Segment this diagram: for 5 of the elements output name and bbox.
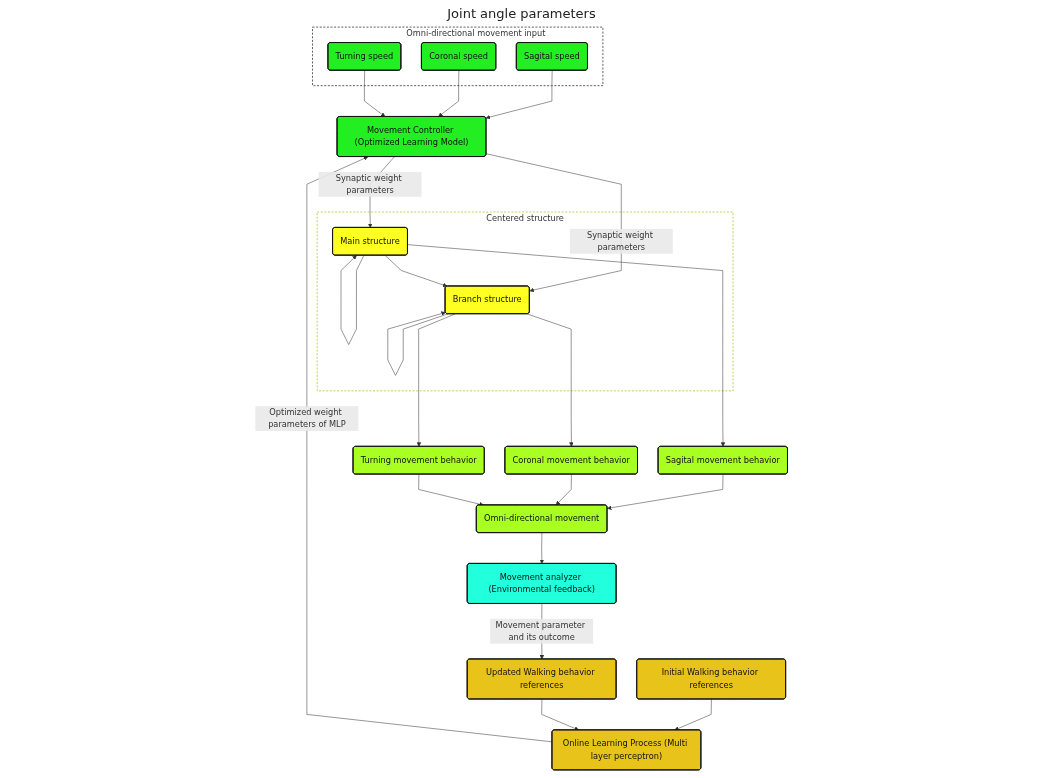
edge-label: Movement parameter and its outcome	[495, 619, 586, 642]
edge-label: Synaptic weight parameters	[587, 229, 653, 253]
note-text: Joint angle parameters	[447, 6, 596, 21]
edge-label: Optimized weight parameters of MLP	[268, 407, 346, 430]
edge-label: Synaptic weight parameters	[335, 172, 402, 196]
